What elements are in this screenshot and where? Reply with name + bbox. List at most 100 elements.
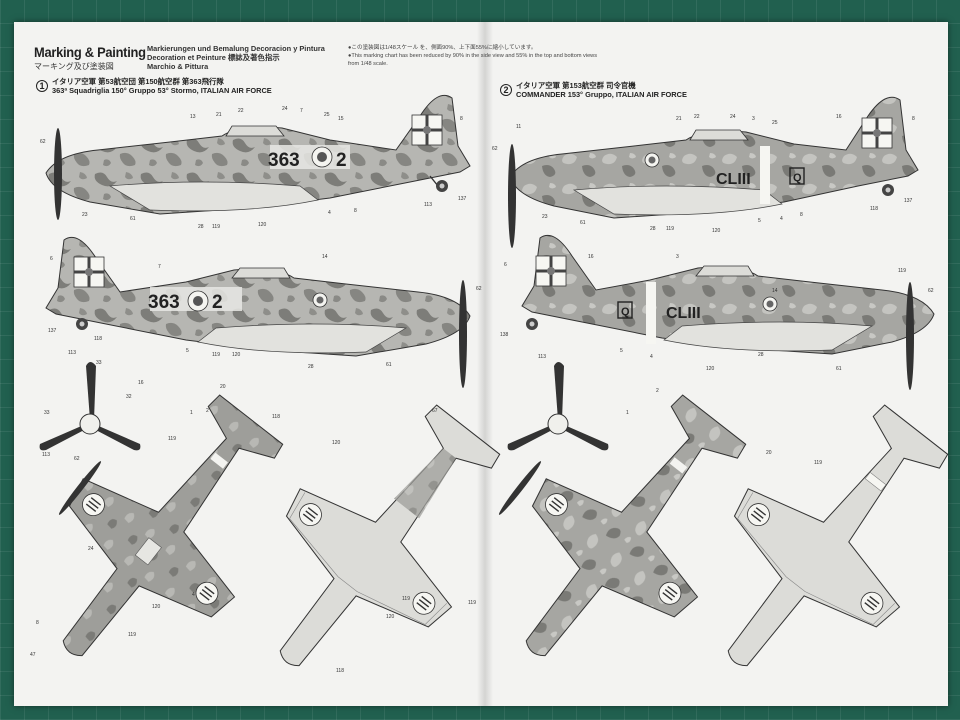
svg-text:62: 62 [40, 139, 46, 145]
svg-text:28: 28 [650, 226, 656, 232]
svg-text:11: 11 [516, 124, 521, 130]
scale-note-en: ●This marking chart has been reduced by … [348, 53, 598, 67]
svg-text:8: 8 [354, 208, 357, 214]
svg-text:119: 119 [666, 226, 674, 232]
svg-text:61: 61 [386, 362, 392, 368]
svg-text:113: 113 [42, 452, 50, 458]
svg-text:5: 5 [186, 348, 189, 354]
svg-text:25: 25 [324, 112, 330, 118]
side-view-clIII-right: Q CLIII [521, 234, 935, 390]
svg-text:14: 14 [322, 254, 328, 260]
svg-text:118: 118 [94, 336, 102, 342]
svg-text:5: 5 [620, 348, 623, 354]
svg-text:1: 1 [190, 410, 193, 416]
svg-text:119: 119 [128, 632, 136, 638]
svg-text:15: 15 [338, 116, 344, 122]
scale-note: ●この塗装図は1/48スケール を、側面90%、上下面55%に縮小しています。 … [348, 44, 598, 68]
aircraft-code: CLIII [716, 171, 751, 188]
propeller-detail-2 [507, 362, 609, 451]
page-title: Marking & Painting [34, 44, 146, 60]
callouts-plan-views: 1 2 20 118 120 119 113 32 33 16 62 24 4 … [30, 380, 822, 674]
svg-text:16: 16 [836, 114, 842, 120]
svg-text:33: 33 [44, 410, 50, 416]
svg-text:4: 4 [650, 354, 653, 360]
svg-text:2: 2 [656, 388, 659, 394]
svg-text:113: 113 [68, 350, 76, 356]
svg-text:8: 8 [800, 212, 803, 218]
aircraft-code: 363 [148, 292, 180, 313]
section-2-title-en: COMMANDER 153° Gruppo, ITALIAN AIR FORCE [516, 90, 687, 99]
svg-text:4: 4 [328, 210, 331, 216]
propeller-blade [498, 461, 542, 515]
svg-text:119: 119 [212, 224, 220, 230]
svg-text:119: 119 [898, 268, 906, 274]
svg-text:118: 118 [272, 414, 280, 420]
translation-line: Decoration et Peinture 標誌及著色指示 [147, 53, 280, 62]
svg-text:23: 23 [542, 214, 548, 220]
svg-text:7: 7 [158, 264, 161, 270]
svg-text:138: 138 [500, 332, 509, 338]
svg-text:28: 28 [308, 364, 314, 370]
translation-line: Marchio & Pittura [147, 62, 209, 71]
svg-text:47: 47 [30, 652, 36, 658]
svg-text:5: 5 [758, 218, 761, 224]
svg-text:8: 8 [460, 116, 463, 122]
callouts-side-1: 13 22 21 24 7 25 15 8 62 23 61 28 119 12… [40, 106, 467, 230]
svg-text:119: 119 [814, 460, 822, 466]
svg-text:118: 118 [870, 206, 878, 212]
svg-text:8: 8 [36, 620, 39, 626]
svg-text:20: 20 [220, 384, 226, 390]
svg-text:33: 33 [96, 360, 102, 366]
top-view-clIII [525, 394, 747, 657]
side-view-clIII-left: CLIII Q [508, 96, 919, 248]
svg-text:61: 61 [580, 220, 586, 226]
svg-text:62: 62 [74, 456, 80, 462]
svg-text:2: 2 [206, 408, 209, 414]
section-1-title-en: 363ª Squadriglia 150° Gruppo 53° Stormo,… [52, 86, 272, 95]
section-2-title-jp: イタリア空軍 第153航空群 司令官機 [516, 81, 636, 90]
section-2-header: 2 イタリア空軍 第153航空群 司令官機 COMMANDER 153° Gru… [500, 81, 687, 99]
svg-text:119: 119 [402, 596, 410, 602]
side-view-363-right: 363 2 [45, 236, 471, 388]
section-number-badge: 2 [500, 84, 512, 96]
section-number-badge: 1 [36, 80, 48, 92]
svg-text:21: 21 [216, 112, 222, 118]
svg-text:32: 32 [126, 394, 132, 400]
svg-text:4: 4 [780, 216, 783, 222]
section-1-header: 1 イタリア空軍 第53航空団 第150航空群 第363飛行隊 363ª Squ… [36, 77, 272, 95]
svg-text:22: 22 [694, 114, 700, 120]
svg-text:120: 120 [706, 366, 715, 372]
callouts-side-4: 6 16 3 14 138 5 4 113 28 120 61 119 62 [500, 254, 934, 372]
svg-text:3: 3 [676, 254, 679, 260]
svg-text:62: 62 [928, 288, 934, 294]
svg-text:1: 1 [626, 410, 629, 416]
top-view-363 [62, 394, 284, 657]
scale-note-jp: ●この塗装図は1/48スケール を、側面90%、上下面55%に縮小しています。 [348, 45, 537, 51]
aircraft-box-letter: Q [793, 172, 802, 184]
aircraft-number: 2 [212, 292, 223, 313]
svg-text:7: 7 [300, 108, 303, 114]
svg-text:62: 62 [492, 146, 498, 152]
svg-text:119: 119 [212, 352, 220, 358]
svg-text:61: 61 [836, 366, 842, 372]
bottom-view-clIII [727, 404, 949, 667]
svg-text:6: 6 [504, 262, 507, 268]
svg-text:119: 119 [168, 436, 176, 442]
svg-text:120: 120 [712, 228, 721, 234]
callouts-side-3: 11 22 21 24 3 25 16 8 62 23 61 28 119 12… [492, 114, 915, 234]
center-fold [477, 22, 493, 706]
svg-text:120: 120 [386, 614, 395, 620]
svg-text:137: 137 [904, 198, 913, 204]
svg-text:21: 21 [676, 116, 682, 122]
svg-text:22: 22 [238, 108, 244, 114]
svg-text:120: 120 [258, 222, 267, 228]
svg-text:62: 62 [476, 286, 482, 292]
translation-line: Markierungen und Bemalung Decoracion y P… [147, 44, 325, 53]
section-1-title-jp: イタリア空軍 第53航空団 第150航空群 第363飛行隊 [52, 77, 224, 86]
svg-text:14: 14 [772, 288, 778, 294]
svg-text:24: 24 [282, 106, 288, 112]
svg-text:24: 24 [88, 546, 94, 552]
svg-text:113: 113 [424, 202, 432, 208]
svg-text:120: 120 [152, 604, 161, 610]
